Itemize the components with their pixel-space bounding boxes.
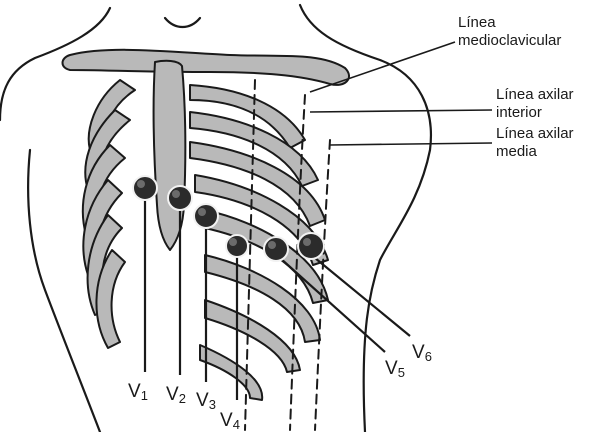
clavicle: [63, 50, 350, 85]
v2-label: V2: [166, 384, 186, 406]
midclavicular-label-line2: medioclavicular: [458, 32, 561, 49]
mid-axillary-label-line1: Línea axilar: [496, 125, 574, 142]
anterior-axillary-label-line1: Línea axilar: [496, 86, 574, 103]
electrode-v5: [264, 237, 288, 261]
electrode-v4: [226, 235, 248, 257]
electrode-v3: [194, 204, 218, 228]
electrode-v2: [168, 186, 192, 210]
mid-axillary-label-line2: media: [496, 143, 538, 160]
midclavicular-label-line1: Línea: [458, 14, 496, 31]
label-leaders: [310, 42, 492, 145]
line-labels: Línea medioclavicular Línea axilar inter…: [458, 14, 574, 160]
electrode-v1: [133, 176, 157, 200]
v1-label: V1: [128, 381, 148, 403]
electrode-v6: [298, 233, 324, 259]
v5-label: V5: [385, 358, 405, 380]
v6-leader: [315, 258, 410, 336]
v6-label: V6: [412, 342, 432, 364]
v3-label: V3: [196, 390, 216, 412]
anterior-axillary-label-line2: interior: [496, 104, 542, 121]
v4-label: V4: [220, 410, 240, 432]
